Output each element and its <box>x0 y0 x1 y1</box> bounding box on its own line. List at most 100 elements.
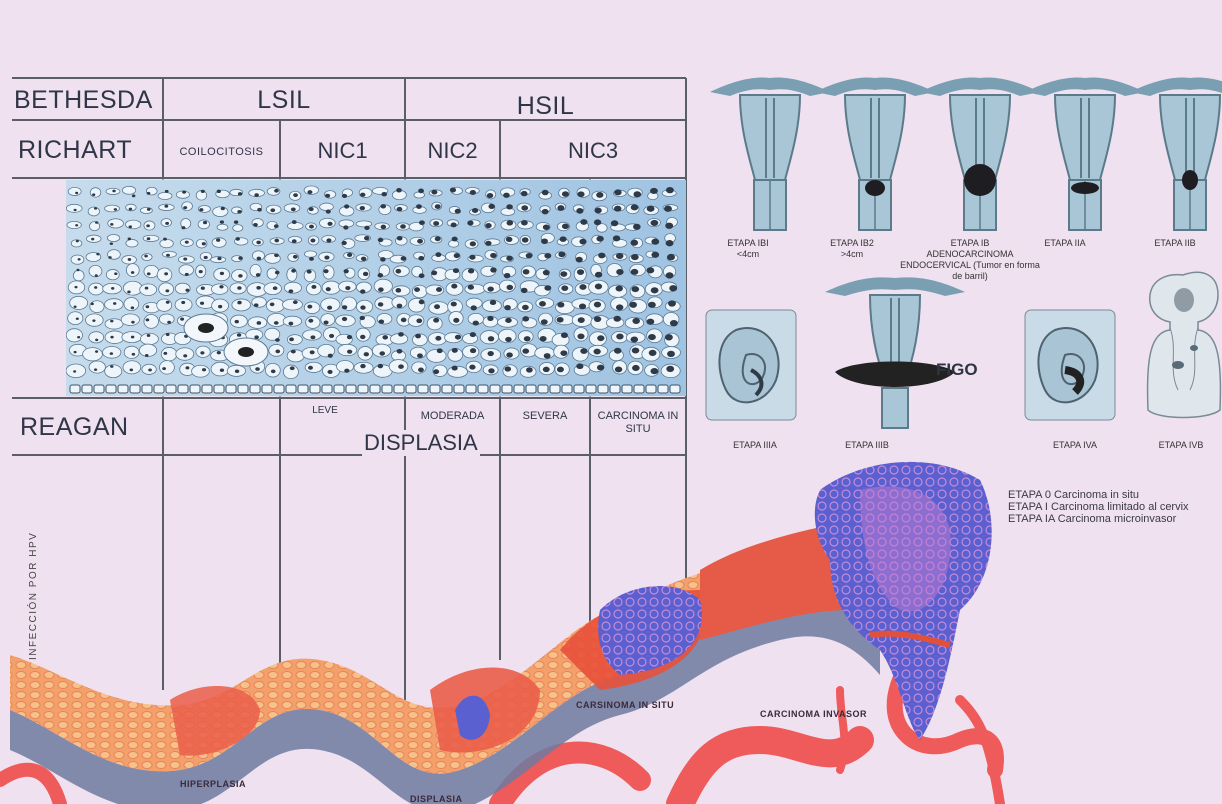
cell-nucleus <box>485 241 491 246</box>
epithelial-cell <box>374 279 392 293</box>
cell-nucleus <box>397 304 403 309</box>
cell-nucleus <box>543 224 550 229</box>
cell-nucleus <box>183 257 187 260</box>
cell-nucleus <box>344 204 349 208</box>
cell-nucleus <box>217 257 221 260</box>
cell-nucleus <box>345 286 350 290</box>
epithelial-cell <box>192 365 210 377</box>
basal-cell <box>406 385 416 393</box>
epithelial-cell <box>67 221 81 228</box>
cell-nucleus <box>307 190 312 194</box>
cell-nucleus <box>579 284 586 290</box>
epithelial-cell <box>232 299 251 311</box>
basal-cell <box>502 385 512 393</box>
cell-nucleus <box>131 306 135 309</box>
cell-nucleus <box>113 302 116 305</box>
cell-nucleus <box>288 289 293 293</box>
cell-nucleus <box>181 301 185 304</box>
epithelial-cell <box>143 235 159 241</box>
cell-nucleus <box>76 318 79 320</box>
cell-nucleus <box>342 194 347 198</box>
cell-nucleus <box>594 219 601 225</box>
cell-nucleus <box>147 208 151 211</box>
cell-nucleus <box>164 272 168 275</box>
cell-nucleus <box>647 319 655 325</box>
cell-nucleus <box>360 305 365 309</box>
cell-nucleus <box>560 350 567 356</box>
cell-nucleus <box>95 350 98 353</box>
cell-nucleus <box>360 289 365 293</box>
cell-nucleus <box>632 347 640 353</box>
cell-nucleus <box>560 236 567 242</box>
cell-nucleus <box>180 318 184 321</box>
cell-nucleus <box>344 369 349 373</box>
cell-nucleus <box>74 209 77 211</box>
cell-nucleus <box>595 283 602 289</box>
basal-cell <box>226 385 236 393</box>
cell-nucleus <box>436 287 442 292</box>
cell-nucleus <box>381 192 387 196</box>
cell-nucleus <box>363 272 368 276</box>
cell-nucleus <box>631 269 639 275</box>
basal-cell <box>214 385 224 393</box>
basal-cell <box>490 385 500 393</box>
cell-nucleus <box>290 366 295 370</box>
cell-nucleus <box>666 240 674 246</box>
cell-nucleus <box>521 288 528 293</box>
cell-nucleus <box>631 254 639 260</box>
epithelial-cell <box>305 362 322 372</box>
epithelial-cell <box>266 299 284 312</box>
cell-nucleus <box>472 208 478 213</box>
basal-cell <box>250 385 260 393</box>
cell-nucleus <box>146 318 150 321</box>
basal-cell <box>670 385 680 393</box>
cell-nucleus <box>416 204 422 209</box>
epithelial-cell <box>211 362 229 376</box>
epithelial-cell <box>282 299 302 310</box>
reagan-moderada: MODERADA <box>405 410 500 422</box>
epithelial-cell <box>213 207 228 217</box>
cell-nucleus <box>433 369 439 374</box>
cell-nucleus <box>166 254 170 257</box>
cell-nucleus <box>289 337 294 341</box>
cell-nucleus <box>327 222 332 226</box>
cell-nucleus <box>594 302 601 308</box>
cell-nucleus <box>632 318 640 324</box>
cell-nucleus <box>274 253 279 257</box>
basal-cell <box>430 385 440 393</box>
basal-cell <box>478 385 488 393</box>
cell-nucleus <box>648 334 656 340</box>
cell-nucleus <box>437 348 443 353</box>
cell-nucleus <box>616 253 623 259</box>
cell-nucleus <box>616 334 623 340</box>
cell-nucleus <box>451 302 457 307</box>
cell-nucleus <box>131 271 135 274</box>
cell-nucleus <box>110 365 113 368</box>
cell-nucleus <box>540 336 547 341</box>
cell-nucleus <box>74 351 77 353</box>
cell-nucleus <box>395 269 401 274</box>
epithelial-cell <box>124 346 139 358</box>
epithelial-cell <box>89 361 105 373</box>
cell-nucleus <box>324 256 329 260</box>
epithelial-cell <box>356 328 370 341</box>
legend-item: ETAPA 0 Carcinoma in situ <box>1008 489 1222 501</box>
epithelial-cell <box>83 348 103 361</box>
basal-cell <box>658 385 668 393</box>
cell-nucleus <box>651 368 659 374</box>
cell-nucleus <box>204 256 208 259</box>
koilocyte-nucleus <box>198 323 214 333</box>
basal-cell <box>346 385 356 393</box>
legend-item: ETAPA IA Carcinoma microinvasor <box>1008 513 1222 525</box>
cell-nucleus <box>598 253 605 259</box>
cell-nucleus <box>185 273 189 276</box>
cell-nucleus <box>74 305 77 307</box>
cell-nucleus <box>417 239 423 244</box>
cell-nucleus <box>147 334 151 337</box>
cell-nucleus <box>145 287 149 290</box>
epithelial-cell <box>159 283 174 296</box>
basal-cell <box>418 385 428 393</box>
cell-nucleus <box>165 222 169 225</box>
epithelial-cell <box>159 314 174 324</box>
cell-nucleus <box>94 286 97 289</box>
